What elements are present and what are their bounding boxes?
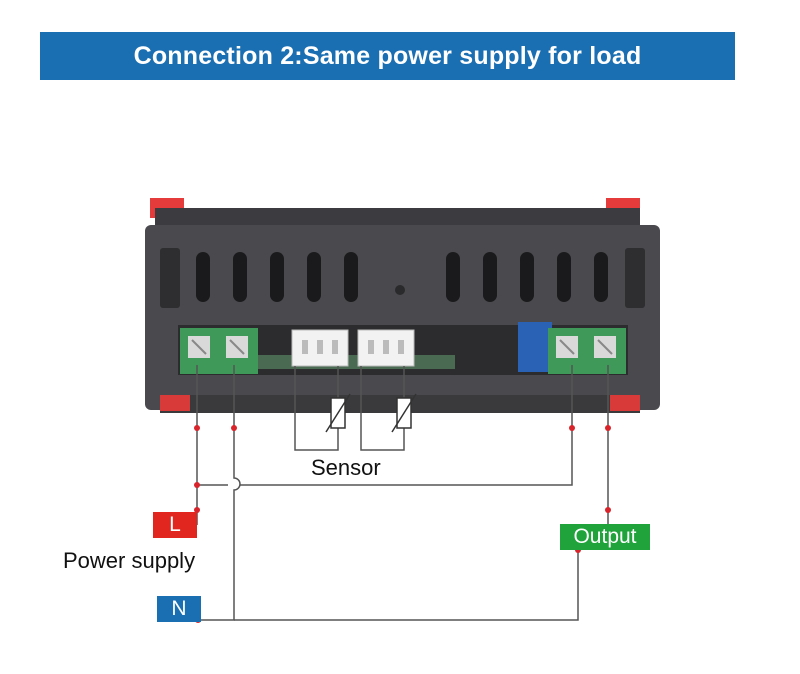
vent-slot [594, 252, 608, 302]
vent-slots [196, 252, 608, 302]
neutral-label-box: N [157, 596, 201, 622]
title-banner: Connection 2:Same power supply for load [40, 32, 735, 80]
pcb-strip [245, 355, 455, 369]
vent-slot [446, 252, 460, 302]
neutral-label: N [171, 597, 187, 620]
live-label: L [169, 513, 181, 536]
vent-slot [307, 252, 321, 302]
vent-slot [270, 252, 284, 302]
right-terminal-block [548, 328, 626, 374]
vent-slot [196, 252, 210, 302]
bottom-clip-left [160, 395, 190, 411]
title-text: Connection 2:Same power supply for load [133, 41, 642, 70]
thermistor-1 [325, 393, 351, 433]
bottom-clip-right [610, 395, 640, 411]
power-supply-label: Power supply [63, 548, 196, 573]
wire-neutral [198, 365, 241, 621]
relay [518, 322, 552, 372]
vent-slot [344, 252, 358, 302]
vent-slot [520, 252, 534, 302]
controller-housing [145, 225, 660, 410]
vent-slot [233, 252, 247, 302]
left-terminal-block [180, 328, 258, 374]
sensor-label: Sensor [311, 455, 381, 480]
output-label-box: Output [560, 524, 650, 550]
sensor-connector-2 [357, 329, 415, 367]
vent-slot [483, 252, 497, 302]
live-label-box: L [153, 512, 197, 538]
wires [196, 365, 609, 621]
wire-live-to-load [197, 365, 573, 486]
junction-dots [194, 425, 611, 623]
sensor-connector-1 [291, 329, 349, 367]
center-screw [395, 285, 405, 295]
top-rail [155, 208, 640, 230]
wire-output-return [234, 548, 579, 621]
thermistor-2 [391, 393, 417, 433]
vent-slot [557, 252, 571, 302]
left-grip [160, 248, 180, 308]
output-label: Output [573, 525, 637, 548]
right-grip [625, 248, 645, 308]
